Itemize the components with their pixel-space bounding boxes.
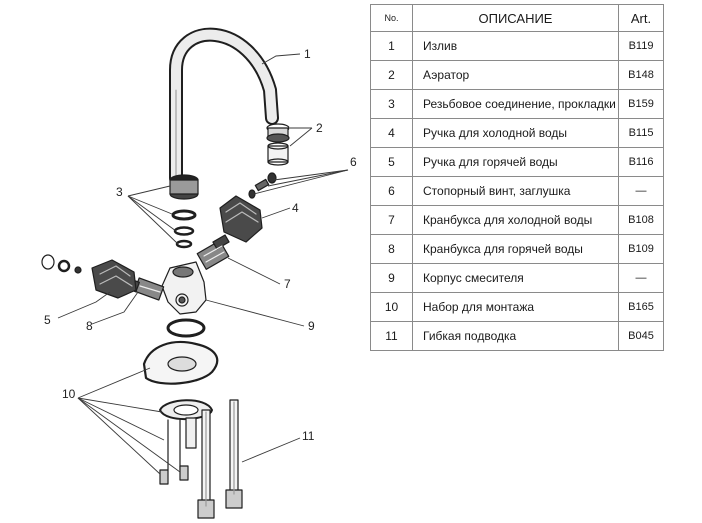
row-art: B116: [618, 147, 664, 177]
callout-11: 11: [302, 429, 315, 443]
row-description: Стопорный винт, заглушка: [412, 176, 619, 206]
row-description: Ручка для холодной воды: [412, 118, 619, 148]
header-no: No.: [370, 4, 413, 32]
cold-handle-part: [219, 195, 263, 243]
callout-1: 1: [304, 47, 311, 61]
callout-2: 2: [316, 121, 323, 135]
row-art: B159: [618, 89, 664, 119]
row-number: 1: [370, 31, 413, 61]
row-art: —: [618, 263, 664, 293]
row-number: 5: [370, 147, 413, 177]
row-number: 7: [370, 205, 413, 235]
leader-lines: [57, 53, 349, 475]
row-description: Излив: [412, 31, 619, 61]
row-art: —: [618, 176, 664, 206]
hot-handle-part: [41, 254, 137, 299]
row-description: Гибкая подводка: [412, 321, 619, 351]
callout-7: 7: [284, 277, 291, 291]
callout-4: 4: [292, 201, 299, 215]
row-number: 3: [370, 89, 413, 119]
row-art: B045: [618, 321, 664, 351]
callout-5: 5: [44, 313, 51, 327]
callout-9: 9: [308, 319, 315, 333]
callout-8: 8: [86, 319, 93, 333]
flexible-hoses-part: [197, 399, 243, 519]
row-description: Аэратор: [412, 60, 619, 90]
row-art: B108: [618, 205, 664, 235]
row-number: 4: [370, 118, 413, 148]
row-art: B115: [618, 118, 664, 148]
header-art: Art.: [618, 4, 664, 32]
row-art: B165: [618, 292, 664, 322]
row-number: 10: [370, 292, 413, 322]
table-header-row: No. ОПИСАНИЕ Art.: [370, 4, 664, 32]
cold-cartridge-part: [196, 234, 230, 270]
callout-3: 3: [116, 185, 123, 199]
row-description: Кранбукса для горячей воды: [412, 234, 619, 264]
row-description: Корпус смесителя: [412, 263, 619, 293]
row-description: Кранбукса для холодной воды: [412, 205, 619, 235]
spout-part: [169, 27, 279, 185]
row-description: Ручка для горячей воды: [412, 147, 619, 177]
mounting-kit-part: [142, 340, 219, 485]
threaded-connection-part: [169, 174, 199, 249]
aerator-part: [266, 123, 290, 166]
body-gasket-part: [166, 318, 206, 338]
row-art: B119: [618, 31, 664, 61]
row-art: B109: [618, 234, 664, 264]
row-number: 11: [370, 321, 413, 351]
header-description: ОПИСАНИЕ: [412, 4, 619, 32]
row-number: 8: [370, 234, 413, 264]
row-number: 9: [370, 263, 413, 293]
callout-6: 6: [350, 155, 357, 169]
row-number: 2: [370, 60, 413, 90]
row-description: Резьбовое соединение, прокладки: [412, 89, 619, 119]
callout-10: 10: [62, 387, 76, 401]
exploded-view-diagram: 1 2 6 3 4 7 5 8 9 10 11: [41, 27, 357, 519]
row-description: Набор для монтажа: [412, 292, 619, 322]
row-art: B148: [618, 60, 664, 90]
row-number: 6: [370, 176, 413, 206]
mixer-body-part: [161, 261, 207, 315]
